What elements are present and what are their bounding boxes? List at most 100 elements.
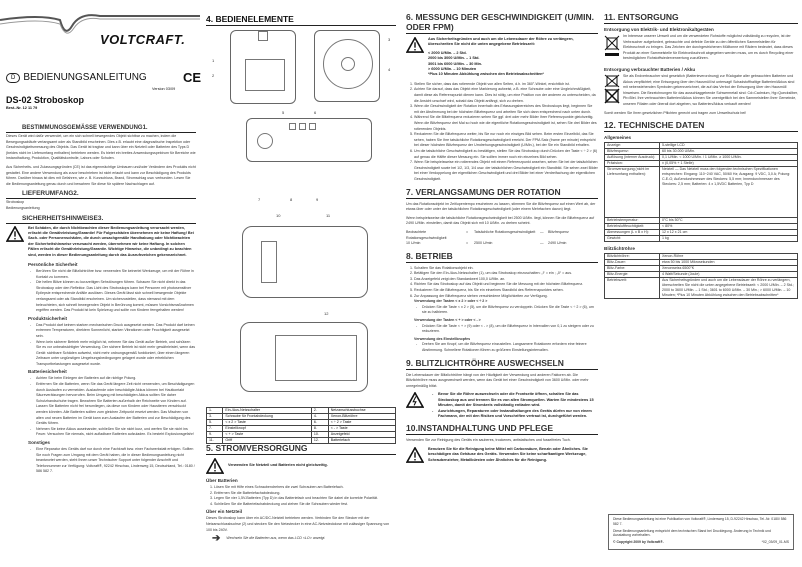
battery-step: Legen Sie vier 1,5V-Batterien (Typ D) in… xyxy=(214,496,396,502)
battery-safety-item: Entfernen Sie die Batterien, wenn Sie da… xyxy=(30,382,196,427)
warning-triangle-icon xyxy=(6,225,24,242)
weee-title: Entsorgung von Elektrik- und Elektronika… xyxy=(604,27,714,32)
battery-safety-item: Achten Sie beim Einlegen der Batterien a… xyxy=(30,376,196,382)
personal-safety-item: Berühren Sie nicht die Blitzlichtröhre b… xyxy=(30,269,196,280)
keys-x2-text: Drücken Sie die Taste < x 2 > (5), um di… xyxy=(416,305,598,316)
general-specs-table: Anzeige:5-stellige LCD Blitzfrequenz:60 … xyxy=(604,142,798,243)
scope-item: Bedienungsanleitung xyxy=(6,205,40,210)
section-10-paragraph: Verwenden Sie zur Reinigung des Geräts e… xyxy=(406,438,571,443)
arrow-right-icon: ➔ xyxy=(212,533,221,545)
footer-disclaimer: Diese Bedienungsanleitung entspricht dem… xyxy=(613,528,771,538)
measurement-step: Stellen Sie sicher, dass das rotierende … xyxy=(414,82,598,88)
battery-safety-title: Batteriesicherheit xyxy=(28,369,67,375)
tube-specs-table: Blitzlichtröhre:Xenon-Röhre Blitz-Dauer:… xyxy=(604,253,798,300)
warning-triangle-icon xyxy=(406,37,424,53)
callout-6: 6 xyxy=(314,110,317,115)
measurement-step: Während Sie die Blitzfrequenz reduzieren… xyxy=(414,115,598,132)
section-6-title: 6. MESSUNG DER GESCHWINDIGKEIT (U/MIN. O… xyxy=(406,12,598,34)
voltcraft-logo: VOLTCRAFT. xyxy=(100,32,186,47)
section-4-title: 4. BEDIENELEMENTE xyxy=(206,14,396,26)
cleaning-warning-text: Benutzen Sie für die Reinigung keine Mit… xyxy=(428,447,588,462)
warning-triangle-icon xyxy=(206,458,224,474)
limit-line: 2000 bis 3000 U/Min. – 1 Std. xyxy=(428,56,480,61)
battery-disposal-title: Entsorgung verbrauchter Batterien / Akku xyxy=(604,66,696,72)
limit-line: *Plus 10 Minuten Abkühlung zwischen den … xyxy=(428,72,544,77)
product-safety-item: Das Produkt darf keinem starken mechanis… xyxy=(30,323,196,340)
publication-footer: Diese Bedienungsanleitung ist eine Publi… xyxy=(608,514,794,550)
callout-9: 9 xyxy=(316,197,319,202)
callout-4: 4 xyxy=(388,67,391,72)
adapter-title: Über ein Netzteil xyxy=(206,509,242,515)
tube-specs-title: Blitzlichtröhre xyxy=(604,246,635,252)
electric-hazard-icon xyxy=(406,392,424,409)
table-row: Betriebszeit:Aus Sicherheitsgründen und … xyxy=(604,277,798,300)
operation-step: Betätigen Sie den Ein-/Aus-Netzschalter … xyxy=(414,271,598,277)
product-safety-title: Produktsicherheit xyxy=(28,315,68,321)
adapter-text: Dieses Stroboskop kann über ein AC/DC-Ne… xyxy=(206,516,390,532)
section-11-title: 11. ENTSORGUNG xyxy=(604,12,798,24)
table-row: Stromversorgung (nicht im Lieferumfang e… xyxy=(604,166,798,219)
device-figure-top xyxy=(246,118,372,162)
callout-5: 5 xyxy=(282,110,285,115)
battery-safety-item: Nehmen Sie keine Akkus auseinander, schl… xyxy=(30,427,196,438)
general-specs-title: Allgemeines xyxy=(604,135,632,141)
power-warning-text: Verwenden Sie Netzteil und Batterien nic… xyxy=(228,463,328,467)
section-7-paragraph-2: Wenn beispielsweise die tatsächliche Rot… xyxy=(406,215,595,226)
safety-warning: Bei Schäden, die durch Nichtbeachten die… xyxy=(6,225,196,258)
footer-copyright: © Copyright 2009 by Voltcraft®. xyxy=(613,540,664,545)
limit-line: < 2000 U/Min. – 2 Std. xyxy=(428,50,467,55)
operation-step: Reduzieren Sie die Blitzfrequenz, bis Si… xyxy=(414,288,598,294)
measurement-step: Reduzieren Sie die Blitzfrequenz weiter,… xyxy=(414,132,598,149)
weee-text: Im Interesse unserer Umwelt und um die v… xyxy=(623,34,794,61)
section-8-title: 8. BETRIEB xyxy=(406,251,598,263)
keys-plus-minus-text: Drücken Sie die Taste < + > (9) oder < -… xyxy=(416,324,598,335)
section-9-title: 9. BLITZLICHTRÖHRE AUSWECHSELN xyxy=(406,358,598,370)
section-1-paragraph-1: Dieses Gerät wird dafür verwendet, um ei… xyxy=(6,134,196,161)
footer-publisher: Diese Bedienungsanleitung ist eine Publi… xyxy=(613,517,787,526)
measurement-warning: Aus Sicherheitsgründen und auch um die L… xyxy=(406,37,598,78)
personal-safety-item: Die hellen Blitze können zu kurzzeitigen… xyxy=(30,280,196,314)
battery-note: ➔ Wechseln Sie die Batterien aus, wenn d… xyxy=(212,533,326,545)
section-1-paragraph-2: Aus Sicherheits- und Zulassungsgründen (… xyxy=(6,164,196,186)
measurement-step: Achten Sie darauf, dass das Objekt eine … xyxy=(414,87,598,104)
warning-triangle-icon xyxy=(406,447,424,463)
operation-step: Zur Anpassung der Blitzfrequenz stehen v… xyxy=(414,294,598,300)
operation-step: Das Anzeigefeld zeigt den Standardwert 1… xyxy=(414,277,598,283)
device-figure-back xyxy=(230,30,296,104)
manual-title-text: BEDIENUNGSANLEITUNG xyxy=(23,72,147,83)
battery-disposal-text: Sie als Endverbraucher sind gesetzlich (… xyxy=(623,73,798,106)
section-7-paragraph-1: Um das Rotationsobjekt im Zeitlupentempo… xyxy=(406,201,596,212)
misc-title: Sonstiges xyxy=(28,440,50,445)
knob-text: Drehen Sie am Knopf, um die Blitzfrequen… xyxy=(416,342,598,353)
callout-8: 8 xyxy=(290,197,293,202)
callout-2: 2 xyxy=(212,73,215,78)
callout-12: 12 xyxy=(324,311,329,316)
version-label: Version 03/09 xyxy=(152,87,176,91)
cleaning-warning: Benutzen Sie für die Reinigung keine Mit… xyxy=(406,447,598,463)
brand-ribbon-graphic xyxy=(0,14,200,34)
operation-step: Richten Sie das Stroboskop auf das Objek… xyxy=(414,282,598,288)
device-figure-side xyxy=(242,226,368,298)
limit-line: 3001 bis 6000 U/Min. – 30 Min. xyxy=(428,61,483,66)
ce-mark: CE xyxy=(183,70,202,85)
product-safety-item: Wenn kein sicherer Betrieb mehr möglich … xyxy=(30,340,196,368)
tube-warning-item: Bevor Sie die Röhre auswechseln oder die… xyxy=(432,392,598,408)
keys-x2-title: Verwendung der Tasten < x 2 > oder < ÷ 2… xyxy=(414,299,488,304)
misc-item: Eine Reparatur des Geräts darf nur durch… xyxy=(30,447,196,475)
operation-step: Schalten Sie das Rotationsobjekt ein. xyxy=(414,266,598,272)
measurement-step: Um die tatsächliche Geschwindigkeit zu b… xyxy=(414,149,598,160)
measurement-step: Wenn Sie beispielsweise ein rotierendes … xyxy=(414,160,598,182)
batteries-title: Über Batterien xyxy=(206,478,238,483)
callout-1: 1 xyxy=(212,58,215,63)
slowdown-formula: Beobachtete Rotationsgeschwindigkeit = T… xyxy=(406,229,569,246)
section-3-title: SICHERHEITSHINWEISE3. xyxy=(6,215,196,224)
section-5-title: 5. STROMVERSORGUNG xyxy=(206,443,396,455)
callout-11: 11 xyxy=(326,213,331,218)
section-12-title: 12. TECHNISCHE DATEN xyxy=(604,120,798,133)
power-warning: Verwenden Sie Netzteil und Batterien nic… xyxy=(206,458,396,474)
footer-code: *02_03/09_01-MS xyxy=(761,540,789,545)
section-2-title: LIEFERUMFANG2. xyxy=(6,190,196,200)
keys-plus-minus-title: Verwendung der Tasten < + > oder < - > xyxy=(414,318,481,323)
